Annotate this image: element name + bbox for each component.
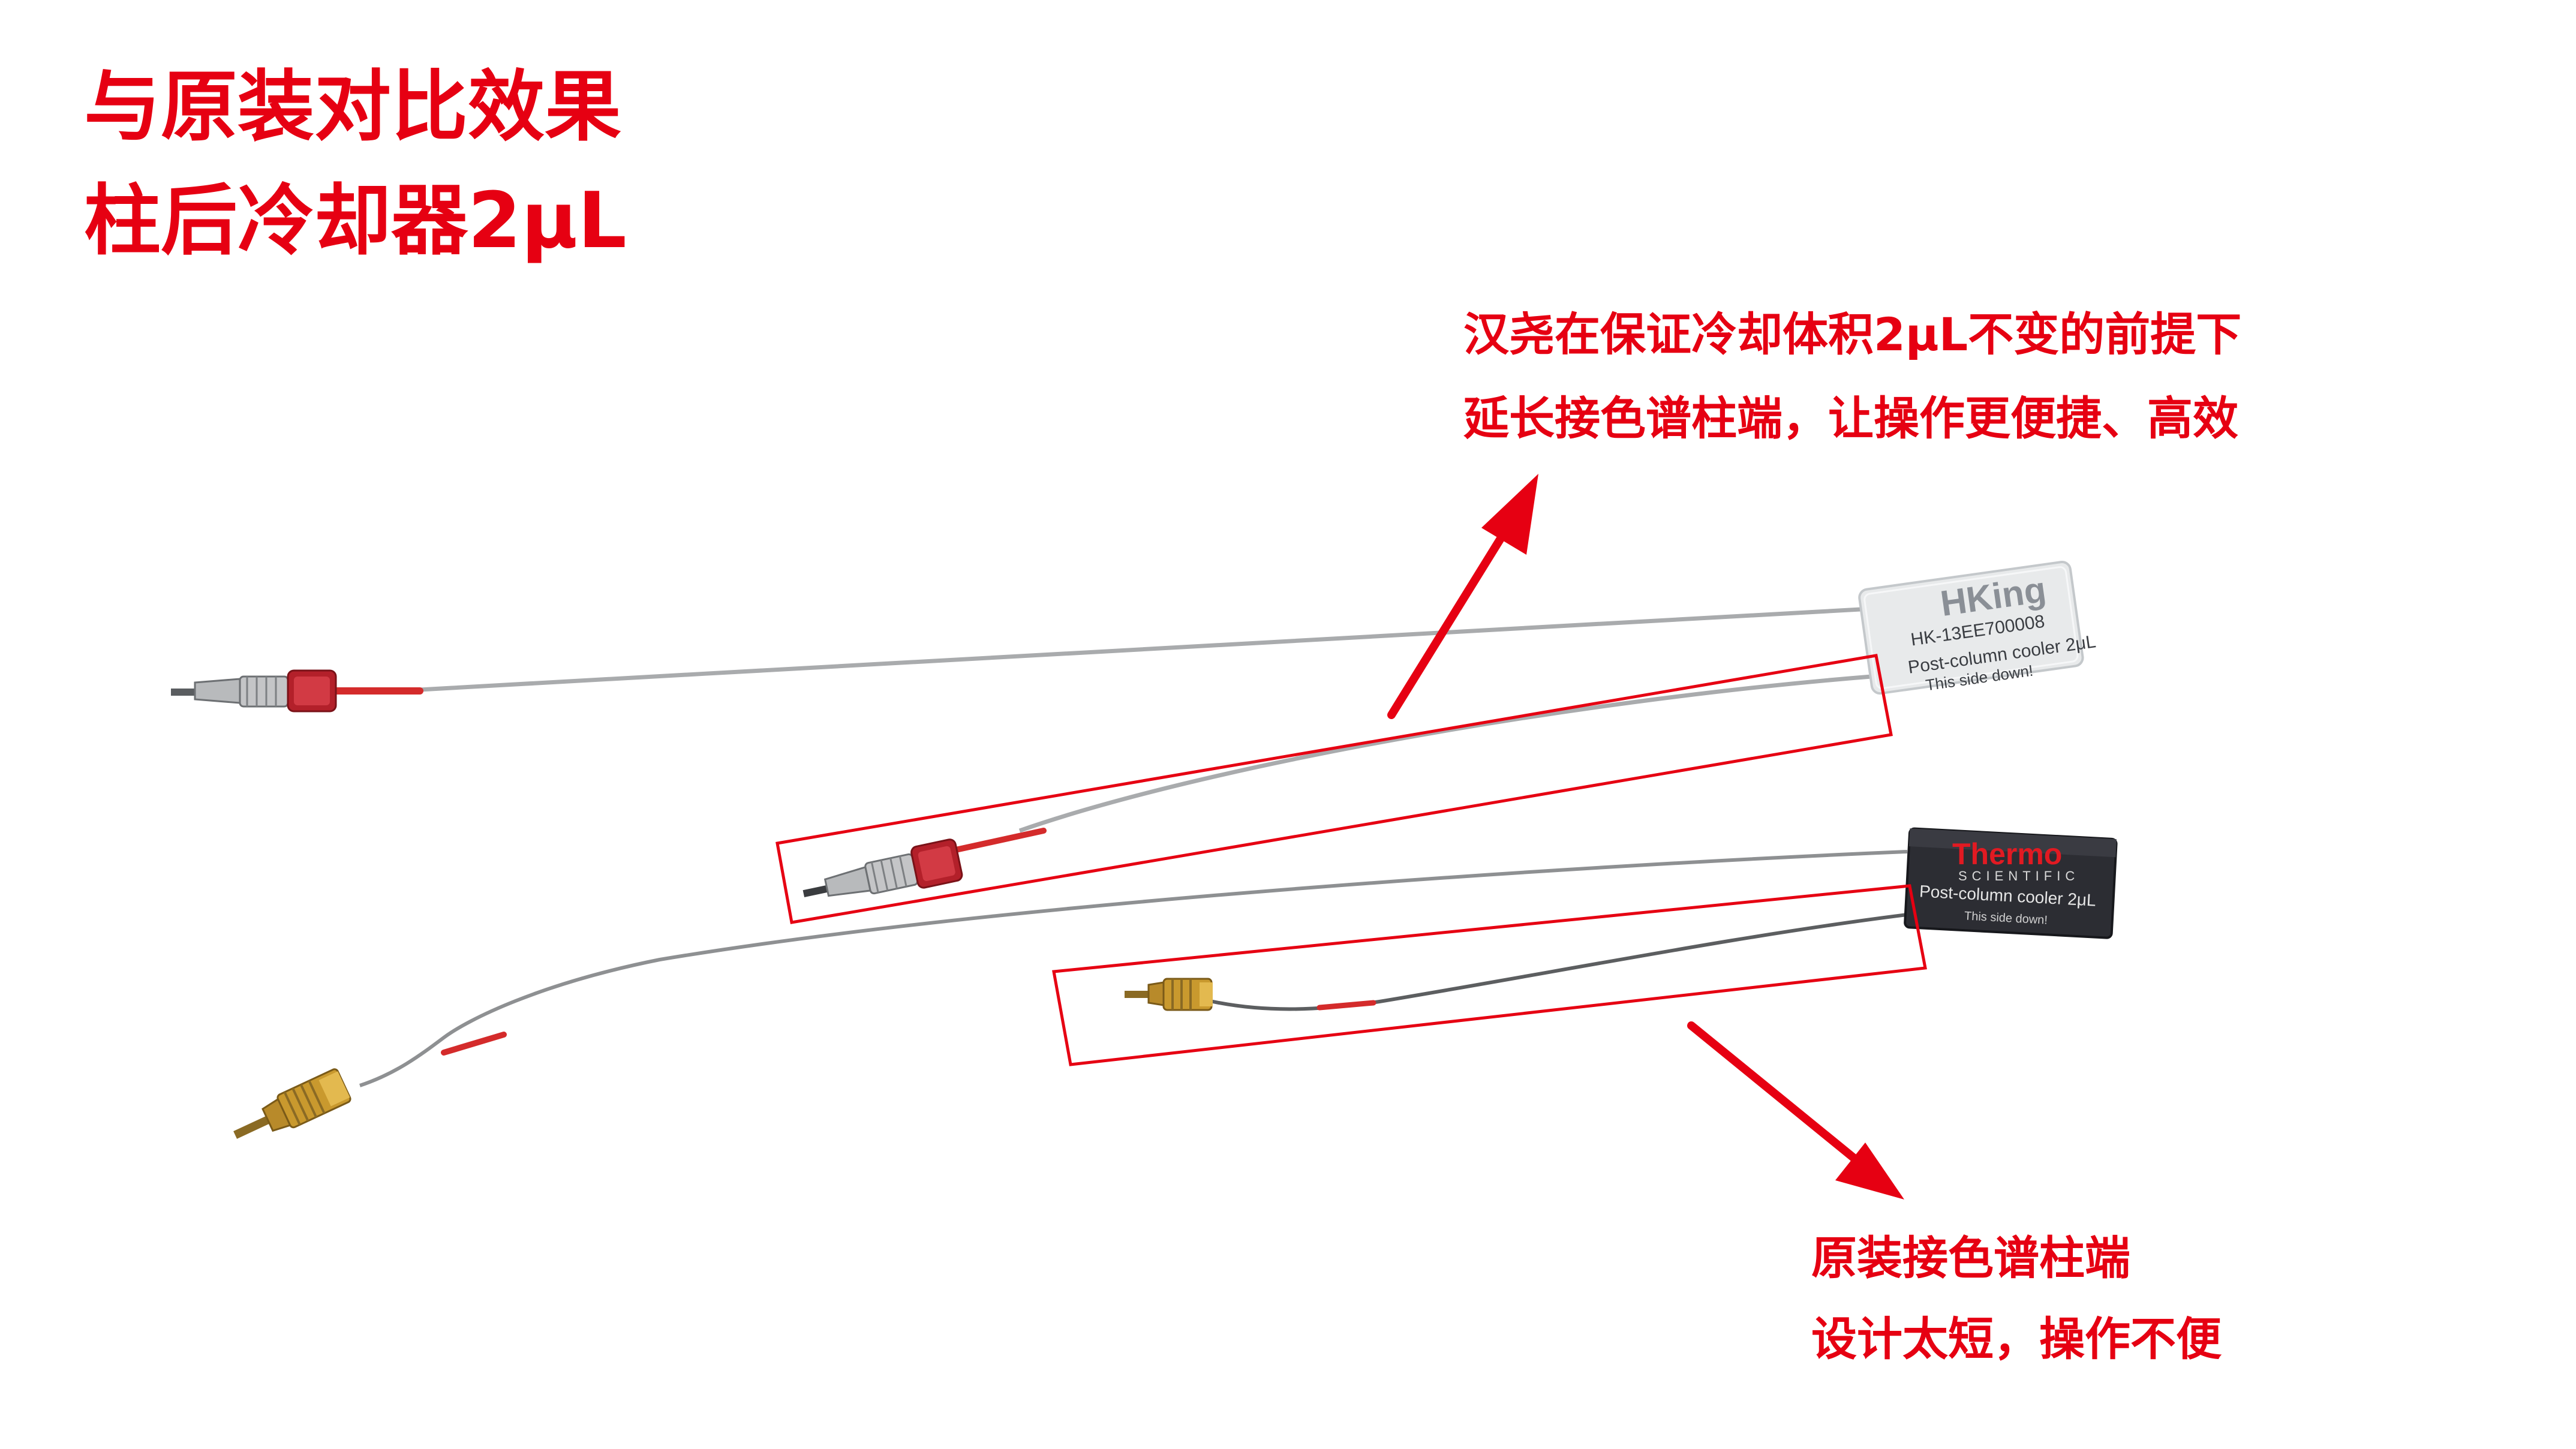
thermo-logo: Thermo <box>1952 837 2063 871</box>
original-annotation-line1: 原装接色谱柱端 <box>1811 1231 2130 1285</box>
page-title-line2: 柱后冷却器2μL <box>84 176 627 266</box>
hk-red-sleeve-lower <box>945 828 1047 855</box>
thermo-red-sleeve-long <box>441 1032 507 1056</box>
thermo-cooler-block <box>1904 827 2118 939</box>
hk-capillary-lower <box>1018 674 1872 833</box>
highlight-box-thermo <box>1052 884 1927 1066</box>
thermo-fitting-short <box>1125 978 1213 1011</box>
hanyao-annotation-line1: 汉尧在保证冷却体积2μL不变的前提下 <box>1463 308 2242 361</box>
hanyao-annotation-line2: 延长接色谱柱端，让操作更便捷、高效 <box>1463 392 2238 445</box>
hk-cooler-block <box>1858 560 2084 695</box>
thermo-sub-text: SCIENTIFIC <box>1958 868 2080 883</box>
thermo-fitting-long <box>233 1068 351 1139</box>
thermo-capillary-short <box>1199 913 1908 1011</box>
thermo-red-sleeve-short <box>1316 1000 1376 1011</box>
thermo-capillary-long <box>359 850 1908 1087</box>
page-title-line1: 与原装对比效果 <box>84 62 622 152</box>
highlight-box-hk <box>775 654 1893 924</box>
original-annotation-line2: 设计太短，操作不便 <box>1811 1312 2222 1366</box>
hk-capillary-upper <box>419 606 1872 692</box>
arrow-to-thermo-annotation <box>1687 1021 1904 1200</box>
hk-fitting-lower <box>802 838 963 898</box>
hk-fitting-upper <box>171 669 337 713</box>
arrow-to-hk-annotation <box>1387 474 1538 719</box>
